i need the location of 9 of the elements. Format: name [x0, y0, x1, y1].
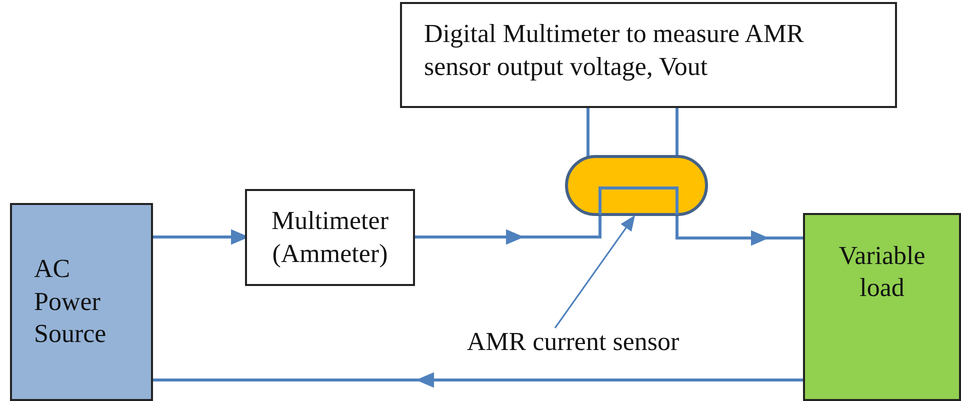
node-label: AMR current sensor	[466, 326, 680, 358]
node-label: Multimeter (Ammeter)	[270, 205, 390, 270]
power-source-box	[10, 203, 153, 401]
ammeter-box	[245, 189, 415, 286]
node-label: AC Power Source	[34, 253, 108, 350]
node-label: Variable load	[838, 240, 926, 304]
multimeter-box	[400, 2, 897, 108]
load-box	[803, 213, 961, 401]
node-label: Digital Multimeter to measure AMR sensor output voltage, Vout	[424, 18, 805, 83]
